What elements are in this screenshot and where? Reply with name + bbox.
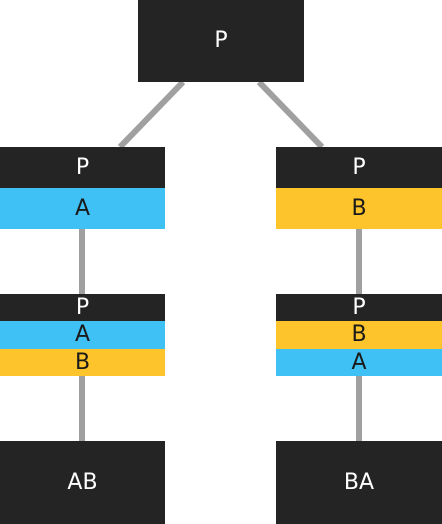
left-step2-p-label: P [75,294,90,320]
right-result-label: BA [343,469,375,495]
left-result: AB [0,441,165,524]
right-step2-p-label: P [352,294,366,320]
left-step2-a-label: A [74,322,91,347]
left-step2-p: P [0,294,165,321]
left-step1-p: P [0,147,165,188]
left-step1-p-label: P [75,154,90,180]
right-step1-b-label: B [351,195,367,221]
left-step2-b: B [0,349,165,376]
left-result-label: AB [67,469,98,495]
left-step2-b-label: B [74,349,91,375]
right-step2-a: A [276,349,442,376]
connector-root-left [117,79,186,150]
root-node: P [138,0,304,82]
right-result: BA [276,441,442,524]
right-step2-p: P [276,294,442,321]
connector-root-right [256,79,325,150]
left-step2-a: A [0,321,165,349]
root-label: P [214,28,228,53]
left-step1-a: A [0,188,165,229]
left-step1-a-label: A [74,195,91,221]
right-step2-a-label: A [351,349,367,375]
right-step2-b-label: B [351,322,367,347]
right-step1-p: P [276,147,442,188]
right-step1-p-label: P [352,154,366,180]
right-step1-b: B [276,188,442,229]
right-step2-b: B [276,321,442,349]
